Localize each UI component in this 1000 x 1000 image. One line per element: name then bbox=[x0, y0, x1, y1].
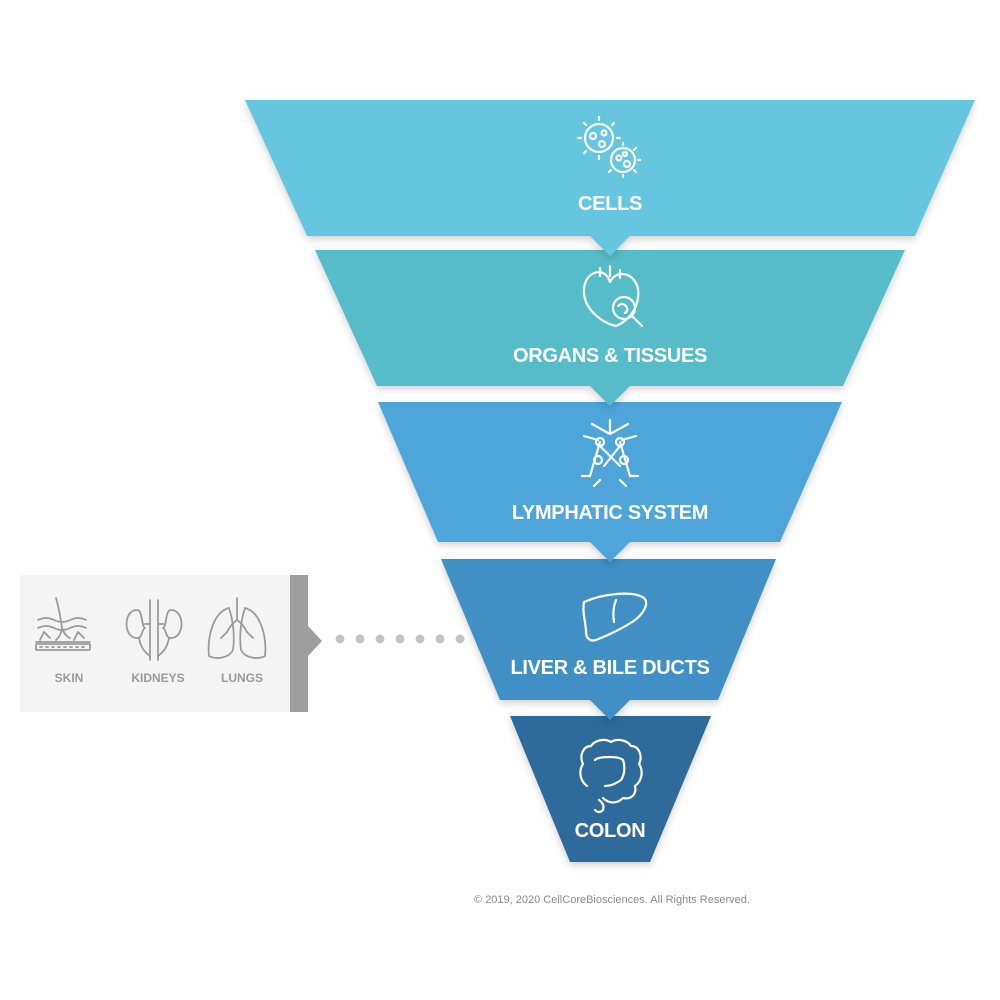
level-label-liver-bile-ducts: LIVER & BILE DUCTS bbox=[510, 657, 709, 679]
cells-icon bbox=[576, 115, 642, 179]
organ-label-lungs: LUNGS bbox=[221, 671, 263, 685]
funnel-band-4 bbox=[510, 716, 711, 862]
copyright-text: © 2019, 2020 CellCoreBiosciences. All Ri… bbox=[474, 894, 750, 906]
level-label-lymphatic-system: LYMPHATIC SYSTEM bbox=[512, 502, 708, 524]
funnel-band-0 bbox=[245, 100, 975, 256]
level-label-cells: CELLS bbox=[578, 193, 642, 215]
funnel-bands bbox=[245, 100, 975, 862]
skin-icon bbox=[35, 597, 91, 651]
side-panel-arrow bbox=[308, 626, 322, 656]
connector-dot bbox=[415, 634, 425, 644]
connector-dots bbox=[335, 634, 465, 644]
lungs-icon bbox=[207, 597, 267, 659]
connector-dot bbox=[435, 634, 445, 644]
kidneys-icon bbox=[125, 599, 183, 661]
side-panel-bar bbox=[290, 575, 308, 712]
liver-icon bbox=[582, 592, 648, 642]
funnel-band-2 bbox=[378, 402, 842, 562]
level-label-organs-tissues: ORGANS & TISSUES bbox=[513, 345, 707, 367]
connector-dot bbox=[355, 634, 365, 644]
organ-label-skin: SKIN bbox=[55, 671, 84, 685]
side-panel: SKIN KIDNEYS LUNGS bbox=[20, 575, 465, 712]
lymph-node-icon bbox=[580, 418, 640, 488]
connector-dot bbox=[395, 634, 405, 644]
funnel-band-1 bbox=[315, 250, 905, 406]
connector-dot bbox=[455, 634, 465, 644]
organ-label-kidneys: KIDNEYS bbox=[131, 671, 184, 685]
colon-icon bbox=[579, 738, 643, 814]
level-label-colon: COLON bbox=[575, 820, 646, 842]
heart-magnifier-icon bbox=[582, 264, 644, 328]
connector-dot bbox=[375, 634, 385, 644]
connector-dot bbox=[335, 634, 345, 644]
funnel-band-3 bbox=[441, 559, 776, 720]
